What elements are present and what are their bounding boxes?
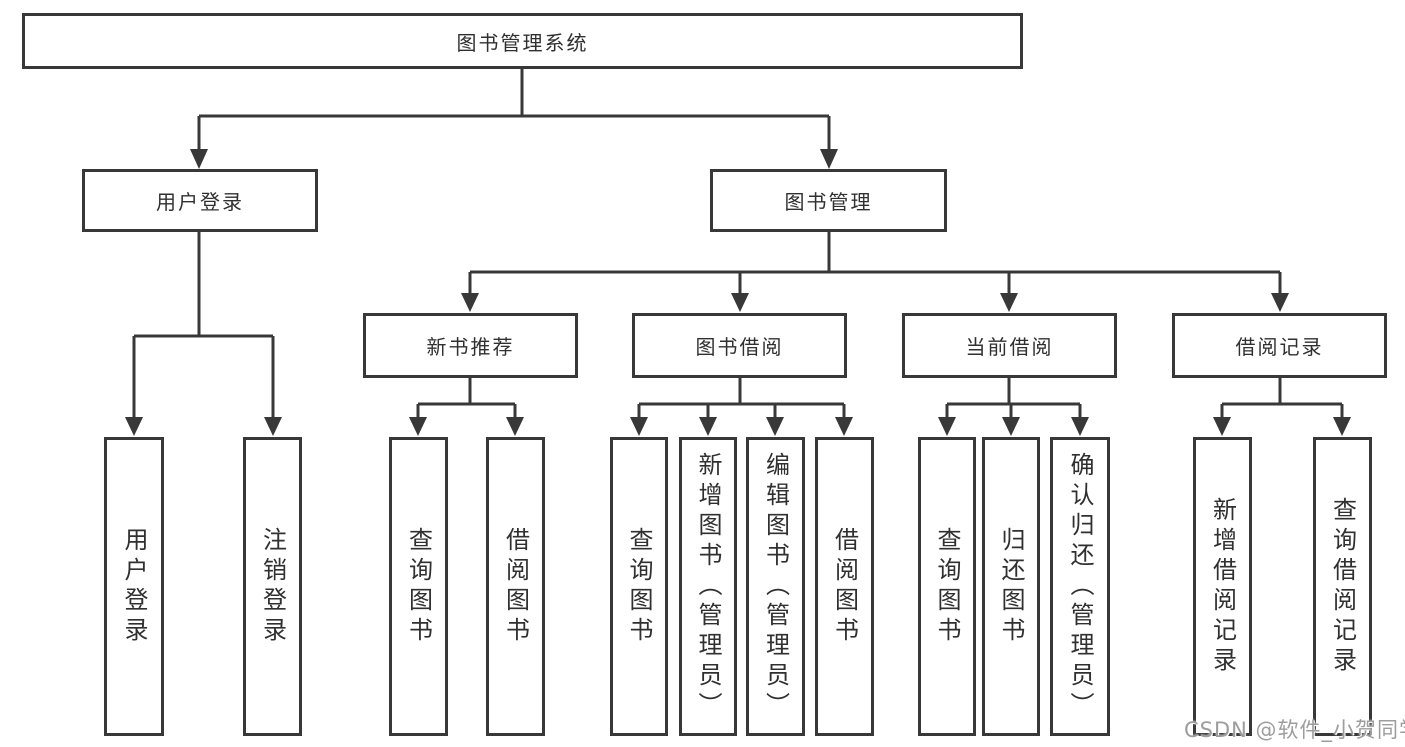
node-book-management-label: 图书管理: [784, 190, 873, 214]
node-user-login: 用户登录: [82, 169, 318, 232]
node-new-book-recommend: 新书推荐: [363, 313, 578, 378]
node-bb-borrow-books-label: 借阅图书: [830, 526, 859, 647]
node-nbr-query-books: 查询图书: [389, 437, 448, 736]
node-user-login-label: 用户登录: [156, 190, 244, 214]
node-cb-confirm-return-admin-label: 确认归还（管理员）: [1066, 451, 1094, 722]
node-leaf-user-login: 用户登录: [104, 437, 164, 736]
node-cb-return-books-label: 归还图书: [997, 526, 1025, 647]
node-new-book-recommend-label: 新书推荐: [426, 335, 515, 359]
node-bb-query-books-label: 查询图书: [625, 526, 653, 647]
node-nbr-borrow-books: 借阅图书: [486, 437, 545, 736]
node-borrow-records: 借阅记录: [1172, 313, 1387, 378]
node-cb-return-books: 归还图书: [982, 437, 1040, 736]
node-bb-add-books-admin: 新增图书（管理员）: [679, 437, 737, 736]
node-nbr-borrow-books-label: 借阅图书: [501, 526, 530, 647]
connector-book-borrow-children: [630, 378, 853, 436]
node-br-add-record: 新增借阅记录: [1193, 437, 1252, 736]
node-cb-query-books: 查询图书: [918, 437, 976, 736]
connector-borrow-records-children: [1213, 378, 1351, 436]
node-book-borrowing: 图书借阅: [632, 313, 847, 378]
node-book-borrowing-label: 图书借阅: [695, 335, 784, 359]
node-bb-borrow-books: 借阅图书: [815, 437, 874, 736]
node-bb-edit-books-admin-label: 编辑图书（管理员）: [761, 451, 790, 722]
node-current-borrowing-label: 当前借阅: [965, 335, 1054, 359]
node-nbr-query-books-label: 查询图书: [404, 526, 433, 647]
node-leaf-logout: 注销登录: [243, 437, 302, 736]
connector-root-to-level1: [190, 69, 838, 169]
node-borrow-records-label: 借阅记录: [1235, 335, 1324, 359]
node-br-add-record-label: 新增借阅记录: [1208, 496, 1237, 677]
node-library-system-label: 图书管理系统: [456, 30, 589, 55]
connector-new-book-rec-children: [409, 378, 524, 436]
node-library-system: 图书管理系统: [22, 13, 1023, 69]
connector-book-mgmt-children: [461, 232, 1289, 312]
node-leaf-logout-label: 注销登录: [258, 526, 287, 647]
node-bb-edit-books-admin: 编辑图书（管理员）: [746, 437, 805, 736]
connector-user-login-children: [125, 232, 282, 436]
connector-current-borrow-children: [938, 378, 1089, 436]
node-cb-confirm-return-admin: 确认归还（管理员）: [1050, 437, 1110, 736]
node-current-borrowing: 当前借阅: [902, 313, 1117, 378]
node-book-management: 图书管理: [710, 169, 947, 232]
node-bb-add-books-admin-label: 新增图书（管理员）: [694, 451, 722, 722]
node-bb-query-books: 查询图书: [610, 437, 668, 736]
node-br-query-record-label: 查询借阅记录: [1328, 496, 1357, 677]
node-cb-query-books-label: 查询图书: [933, 526, 961, 647]
node-leaf-user-login-label: 用户登录: [120, 526, 148, 647]
node-br-query-record: 查询借阅记录: [1313, 437, 1372, 736]
watermark: CSDN @软件_小贺同学: [1184, 718, 1405, 742]
